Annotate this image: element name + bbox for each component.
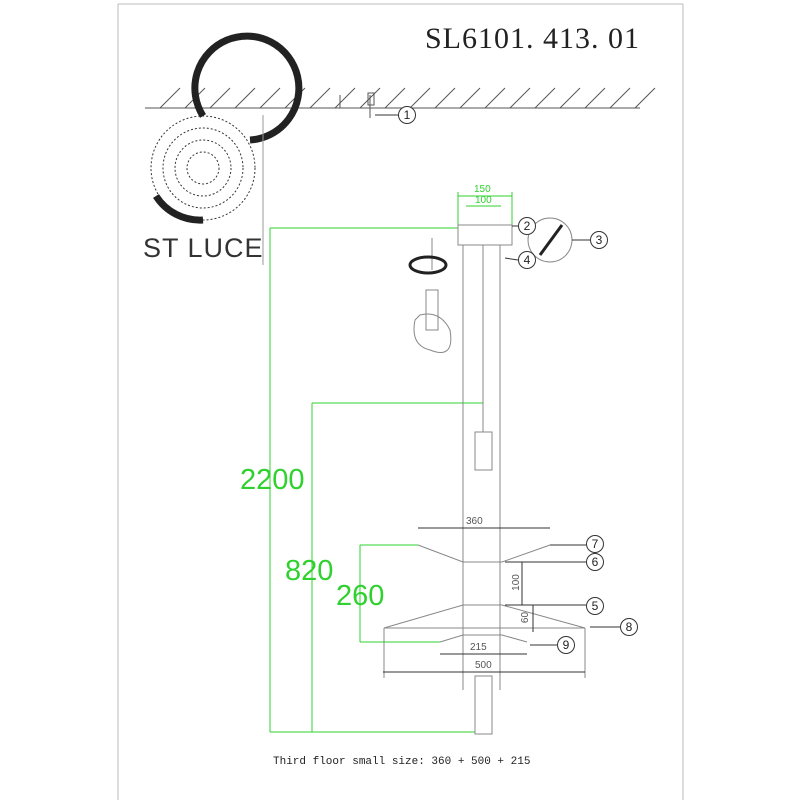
dim-tier-height: 260: [336, 580, 385, 612]
brand-logo-text: ST LUCE: [143, 233, 264, 263]
frame: [117, 3, 684, 800]
dim-gap-upper: 100: [510, 574, 522, 591]
hatch-line: [159, 87, 181, 109]
callout-2: 2: [518, 217, 536, 235]
hatch-line: [409, 87, 431, 109]
ceiling-hatch: [145, 87, 656, 109]
hatch-line: [209, 87, 231, 109]
callout-5: 5: [586, 597, 604, 615]
hatch-line: [609, 87, 631, 109]
pendant-lamp: [383, 217, 586, 735]
hatch-line: [509, 87, 531, 109]
callout-8: 8: [620, 618, 638, 636]
dim-top-shade: 360: [466, 516, 483, 527]
dim-canopy-inner: 100: [475, 195, 492, 206]
hatch-line: [334, 87, 356, 109]
callout-4: 4: [518, 251, 536, 269]
hatch-line: [259, 87, 281, 109]
callout-7: 7: [586, 535, 604, 553]
dim-small-disc: 215: [470, 642, 487, 653]
hatch-line: [634, 87, 656, 109]
hatch-line: [434, 87, 456, 109]
hatch-line: [234, 87, 256, 109]
hatch-line: [484, 87, 506, 109]
hatch-line: [459, 87, 481, 109]
hatch-line: [559, 87, 581, 109]
dim-total-height: 2200: [240, 464, 305, 496]
model-number: SL6101. 413. 01: [425, 22, 641, 55]
dimension-lines: [269, 192, 513, 733]
hatch-line: [384, 87, 406, 109]
dim-bottom-shade: 500: [475, 660, 492, 671]
dim-body-height: 820: [285, 555, 334, 587]
ceiling-bracket: [339, 92, 375, 118]
logo-spiral-icon: [150, 32, 303, 224]
footer-note: Third floor small size: 360 + 500 + 215: [273, 756, 531, 768]
callout-9: 9: [557, 636, 575, 654]
callout-3: 3: [590, 231, 608, 249]
measure-lines: [375, 114, 620, 673]
hatch-line: [534, 87, 556, 109]
dim-canopy-outer: 150: [474, 184, 491, 195]
callout-6: 6: [586, 553, 604, 571]
hatch-line: [584, 87, 606, 109]
hatch-line: [309, 87, 331, 109]
callout-1: 1: [398, 106, 416, 124]
dim-gap-lower: 60: [520, 611, 532, 624]
